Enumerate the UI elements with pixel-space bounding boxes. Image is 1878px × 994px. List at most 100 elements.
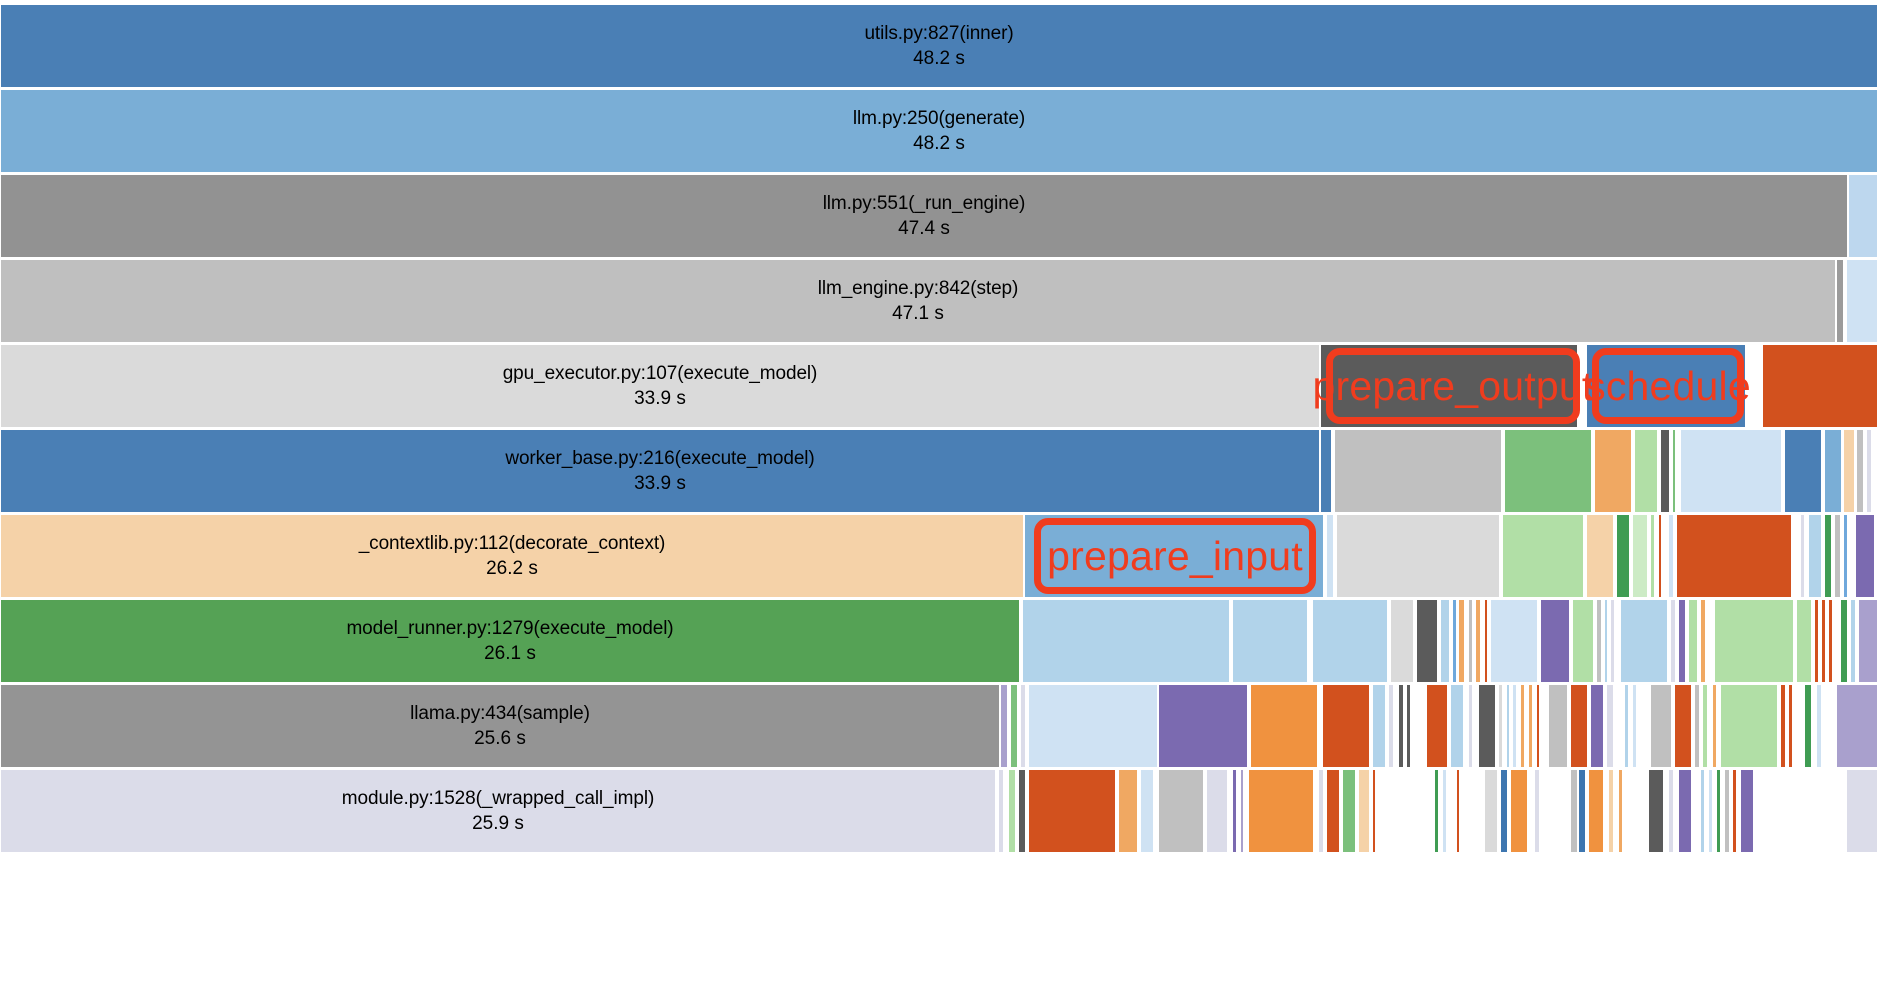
flame-frame[interactable] xyxy=(1426,684,1448,768)
flame-frame[interactable] xyxy=(1020,684,1026,768)
flame-frame[interactable] xyxy=(1594,429,1632,513)
flame-frame[interactable] xyxy=(1540,599,1570,683)
flame-frame[interactable] xyxy=(1118,769,1138,853)
flame-frame[interactable] xyxy=(1468,684,1473,768)
flame-frame[interactable] xyxy=(1406,684,1411,768)
flame-frame[interactable] xyxy=(1866,429,1872,513)
flame-frame[interactable] xyxy=(1478,684,1496,768)
flame-frame[interactable] xyxy=(1250,684,1318,768)
flame-frame[interactable] xyxy=(1650,684,1672,768)
flame-frame[interactable] xyxy=(1796,599,1812,683)
flame-frame[interactable] xyxy=(1620,599,1668,683)
flame-frame[interactable] xyxy=(1674,684,1692,768)
flame-frame[interactable] xyxy=(1608,769,1614,853)
flame-frame[interactable] xyxy=(1334,429,1502,513)
flame-frame[interactable] xyxy=(1668,769,1674,853)
flame-frame[interactable] xyxy=(1606,684,1614,768)
flame-frame[interactable] xyxy=(1788,684,1793,768)
flame-frame[interactable] xyxy=(1320,344,1578,428)
flame-frame[interactable] xyxy=(1022,599,1230,683)
flame-frame-labeled[interactable]: llm.py:551(_run_engine)47.4 s xyxy=(0,174,1848,258)
flame-frame[interactable] xyxy=(1855,514,1875,598)
flame-frame[interactable] xyxy=(1616,514,1630,598)
flame-frame[interactable] xyxy=(1452,599,1457,683)
flame-frame[interactable] xyxy=(1836,259,1844,343)
flame-frame[interactable] xyxy=(1336,514,1500,598)
flame-frame[interactable] xyxy=(1828,599,1833,683)
flame-frame[interactable] xyxy=(1856,429,1864,513)
flame-frame[interactable] xyxy=(1578,769,1586,853)
flame-frame[interactable] xyxy=(1390,599,1414,683)
flame-frame[interactable] xyxy=(1358,769,1370,853)
flame-frame[interactable] xyxy=(1784,429,1822,513)
flame-frame-labeled[interactable]: module.py:1528(_wrapped_call_impl)25.9 s xyxy=(0,769,996,853)
flame-frame-labeled[interactable]: llama.py:434(sample)25.6 s xyxy=(0,684,1000,768)
flame-frame[interactable] xyxy=(1484,599,1488,683)
flame-frame-labeled[interactable]: gpu_executor.py:107(execute_model)33.9 s xyxy=(0,344,1320,428)
flame-frame[interactable] xyxy=(1720,684,1778,768)
flame-frame-labeled[interactable]: utils.py:827(inner)48.2 s xyxy=(0,4,1878,88)
flame-frame[interactable] xyxy=(1676,514,1792,598)
flame-frame[interactable] xyxy=(1724,769,1730,853)
flame-frame[interactable] xyxy=(1158,684,1248,768)
flame-frame[interactable] xyxy=(1586,514,1614,598)
flame-frame[interactable] xyxy=(1624,684,1629,768)
flame-frame[interactable] xyxy=(1442,769,1447,853)
flame-frame[interactable] xyxy=(1536,684,1540,768)
flame-frame[interactable] xyxy=(1714,599,1794,683)
flame-frame[interactable] xyxy=(1712,684,1717,768)
flame-frame[interactable] xyxy=(1024,514,1324,598)
flame-frame[interactable] xyxy=(1498,684,1503,768)
flame-frame[interactable] xyxy=(1158,769,1204,853)
flame-frame-labeled[interactable]: llm_engine.py:842(step)47.1 s xyxy=(0,259,1836,343)
flame-frame[interactable] xyxy=(1450,684,1464,768)
flame-frame[interactable] xyxy=(1458,599,1465,683)
flame-frame[interactable] xyxy=(1388,684,1394,768)
flame-frame-labeled[interactable]: _contextlib.py:112(decorate_context)26.2… xyxy=(0,514,1024,598)
flame-frame[interactable] xyxy=(1484,769,1498,853)
flame-frame[interactable] xyxy=(1232,769,1237,853)
flame-frame[interactable] xyxy=(1716,769,1721,853)
flame-frame[interactable] xyxy=(1240,769,1244,853)
flame-frame[interactable] xyxy=(1702,684,1708,768)
flame-frame[interactable] xyxy=(1206,769,1228,853)
flame-frame[interactable] xyxy=(1634,429,1658,513)
flame-frame[interactable] xyxy=(998,769,1004,853)
flame-frame[interactable] xyxy=(1326,769,1340,853)
flame-frame[interactable] xyxy=(1672,429,1676,513)
flame-frame[interactable] xyxy=(1588,769,1604,853)
flame-frame[interactable] xyxy=(1312,599,1388,683)
flame-frame[interactable] xyxy=(1678,769,1692,853)
flame-frame[interactable] xyxy=(1504,429,1592,513)
flame-frame[interactable] xyxy=(1848,174,1878,258)
flame-frame[interactable] xyxy=(1658,514,1662,598)
flame-frame[interactable] xyxy=(1843,514,1848,598)
flame-frame[interactable] xyxy=(1604,599,1608,683)
flame-frame[interactable] xyxy=(1475,599,1481,683)
flame-frame-labeled[interactable]: llm.py:250(generate)48.2 s xyxy=(0,89,1878,173)
flame-frame[interactable] xyxy=(1814,599,1819,683)
flame-frame[interactable] xyxy=(1800,514,1805,598)
flame-frame[interactable] xyxy=(1502,514,1584,598)
flame-frame[interactable] xyxy=(1342,769,1356,853)
flame-frame[interactable] xyxy=(1632,514,1648,598)
flame-frame[interactable] xyxy=(1572,599,1594,683)
flame-frame[interactable] xyxy=(1821,599,1826,683)
flame-frame[interactable] xyxy=(1010,684,1018,768)
flame-frame[interactable] xyxy=(1668,514,1674,598)
flame-frame[interactable] xyxy=(1398,684,1404,768)
flame-frame[interactable] xyxy=(1590,684,1604,768)
flame-frame[interactable] xyxy=(1610,599,1615,683)
flame-frame[interactable] xyxy=(1028,684,1158,768)
flame-frame[interactable] xyxy=(1670,599,1676,683)
flame-frame[interactable] xyxy=(1548,684,1568,768)
flame-frame[interactable] xyxy=(1834,514,1841,598)
flame-frame[interactable] xyxy=(1232,599,1308,683)
flame-frame[interactable] xyxy=(1320,429,1332,513)
flame-frame[interactable] xyxy=(1586,344,1746,428)
flame-frame-labeled[interactable]: model_runner.py:1279(execute_model)26.1 … xyxy=(0,599,1020,683)
flame-frame[interactable] xyxy=(1694,684,1700,768)
flame-frame[interactable] xyxy=(1372,684,1386,768)
flame-frame[interactable] xyxy=(1824,429,1842,513)
flame-frame[interactable] xyxy=(1804,684,1812,768)
